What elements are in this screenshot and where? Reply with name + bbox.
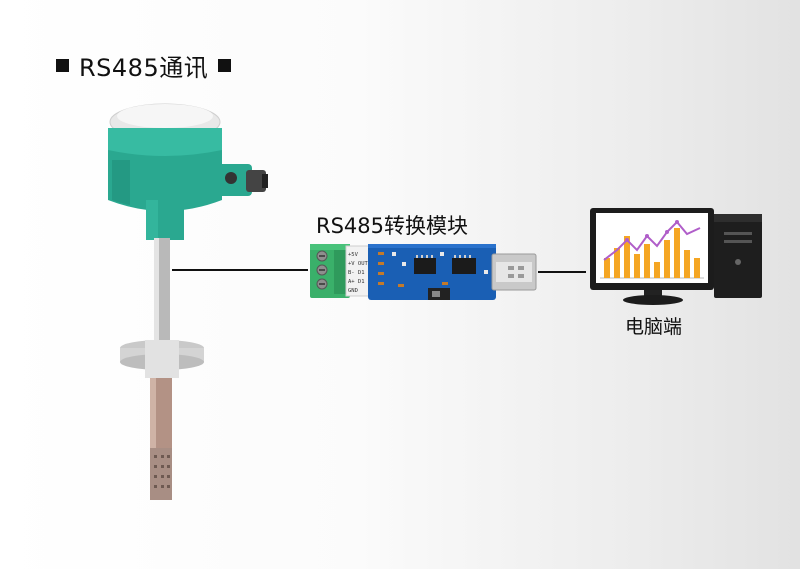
terminal-label-5: GND bbox=[348, 288, 358, 294]
title-bullet-right bbox=[218, 58, 232, 72]
page-title: RS485通讯 bbox=[79, 53, 209, 82]
terminal-label-4: A+ D1 bbox=[348, 279, 365, 285]
module-label: RS485转换模块 bbox=[316, 214, 469, 238]
terminal-label-3: B- D1 bbox=[348, 270, 365, 276]
rs485-module-icon bbox=[310, 244, 537, 300]
terminal-label-1: +5V bbox=[348, 252, 359, 258]
monitor-chart-icon bbox=[600, 220, 704, 279]
title-row: RS485通讯 bbox=[56, 50, 232, 82]
title-bullet-left bbox=[56, 58, 69, 72]
pc-label: 电脑端 bbox=[625, 316, 683, 338]
terminal-label-2: +V OUT bbox=[348, 261, 369, 267]
sensor-device-icon bbox=[108, 103, 268, 500]
